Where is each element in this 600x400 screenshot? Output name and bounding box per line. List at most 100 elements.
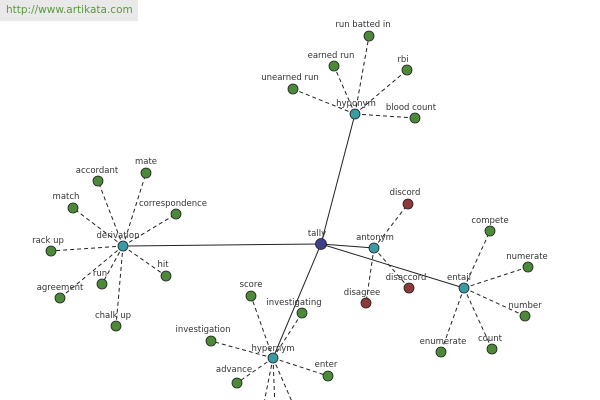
edge-chalk-up — [115, 245, 124, 327]
edge-hit — [122, 245, 167, 277]
edge-entail — [320, 243, 465, 289]
edge-correspondence — [122, 213, 177, 247]
label-run: run — [93, 269, 107, 279]
label-blood-count: blood count — [386, 103, 437, 113]
label-chalk-up: chalk up — [95, 311, 131, 321]
label-hit: hit — [157, 260, 169, 270]
node-derivation[interactable] — [117, 240, 129, 252]
edge-enter — [272, 357, 329, 377]
label-disaccord: disaccord — [386, 273, 427, 283]
nodes — [45, 30, 534, 389]
label-numerate: numerate — [506, 252, 548, 262]
label-discord: discord — [390, 188, 421, 198]
node-discord[interactable] — [402, 198, 414, 210]
edge-run-batted-in — [354, 35, 370, 115]
node-run-batted-in[interactable] — [363, 30, 375, 42]
node-unearned-run[interactable] — [287, 83, 299, 95]
node-numerate[interactable] — [522, 261, 534, 273]
label-match: match — [53, 192, 80, 202]
edges — [50, 35, 529, 400]
labels: run batted in earned run rbi unearned run bl… — [32, 20, 548, 375]
node-enumerate[interactable] — [435, 346, 447, 358]
node-rack-up[interactable] — [45, 245, 57, 257]
node-count[interactable] — [486, 343, 498, 355]
label-number: number — [508, 301, 542, 311]
label-tally: tally — [308, 229, 326, 239]
edge-rack-up — [50, 245, 124, 252]
edge-score — [250, 295, 274, 359]
edge-match — [72, 207, 124, 247]
node-hypernym[interactable] — [267, 352, 279, 364]
node-disagree[interactable] — [360, 297, 372, 309]
node-enter[interactable] — [322, 370, 334, 382]
node-mate[interactable] — [140, 167, 152, 179]
label-advance: advance — [216, 365, 252, 375]
label-rack-up: rack up — [32, 236, 64, 246]
node-investigating[interactable] — [296, 307, 308, 319]
node-correspondence[interactable] — [170, 208, 182, 220]
edge-compete — [463, 230, 491, 289]
edge-derivation — [122, 243, 322, 247]
label-accordant: accordant — [76, 166, 119, 176]
label-entail: entail — [447, 273, 471, 283]
label-count: count — [478, 334, 503, 344]
node-investigation[interactable] — [205, 335, 217, 347]
label-agreement: agreement — [37, 283, 84, 293]
node-agreement[interactable] — [54, 292, 66, 304]
edge-investigating — [272, 312, 303, 359]
node-match[interactable] — [67, 202, 79, 214]
edge-mate — [122, 172, 147, 247]
label-antonym: antonym — [356, 233, 394, 243]
node-hit[interactable] — [160, 270, 172, 282]
node-earned-run[interactable] — [328, 60, 340, 72]
edge-discord — [373, 203, 409, 249]
edge-investigation — [210, 340, 274, 359]
node-entail[interactable] — [458, 282, 470, 294]
edge-numerate — [463, 266, 529, 289]
node-tally[interactable] — [315, 238, 327, 250]
edge-blood-count — [354, 113, 416, 119]
label-investigating: investigating — [266, 298, 321, 308]
node-advance[interactable] — [231, 377, 243, 389]
node-hyponym[interactable] — [349, 108, 361, 120]
label-disagree: disagree — [344, 288, 381, 298]
label-run-batted-in: run batted in — [335, 20, 390, 30]
label-enter: enter — [315, 360, 338, 370]
edge-run — [101, 245, 124, 285]
label-hypernym: hypernym — [251, 344, 294, 354]
label-mate: mate — [135, 157, 157, 167]
label-investigation: investigation — [175, 325, 230, 335]
edge-earned-run — [333, 65, 356, 115]
node-chalk-up[interactable] — [110, 320, 122, 332]
edge-stub — [272, 357, 276, 400]
label-earned-run: earned run — [308, 51, 355, 61]
node-compete[interactable] — [484, 225, 496, 237]
node-disaccord[interactable] — [403, 282, 415, 294]
watermark-url: http://www.artikata.com — [0, 0, 138, 21]
edge-enumerate — [440, 287, 465, 353]
label-unearned-run: unearned run — [261, 73, 319, 83]
node-accordant[interactable] — [92, 175, 104, 187]
label-compete: compete — [471, 216, 508, 226]
edge-hypernym — [272, 243, 322, 359]
node-antonym[interactable] — [368, 242, 380, 254]
label-hyponym: hyponym — [336, 99, 376, 109]
node-rbi[interactable] — [401, 64, 413, 76]
edge-disaccord — [373, 247, 410, 289]
edge-hyponym — [320, 113, 356, 245]
edge-stub — [272, 357, 292, 400]
label-derivation: derivation — [96, 231, 139, 241]
edge-antonym — [320, 243, 375, 249]
node-blood-count[interactable] — [409, 112, 421, 124]
node-run[interactable] — [96, 278, 108, 290]
edge-rbi — [354, 69, 408, 115]
node-number[interactable] — [519, 310, 531, 322]
edge-advance — [236, 357, 274, 384]
edge-disagree — [365, 247, 375, 304]
node-score[interactable] — [245, 290, 257, 302]
label-correspondence: correspondence — [139, 199, 207, 209]
label-enumerate: enumerate — [420, 337, 467, 347]
label-rbi: rbi — [397, 55, 408, 65]
